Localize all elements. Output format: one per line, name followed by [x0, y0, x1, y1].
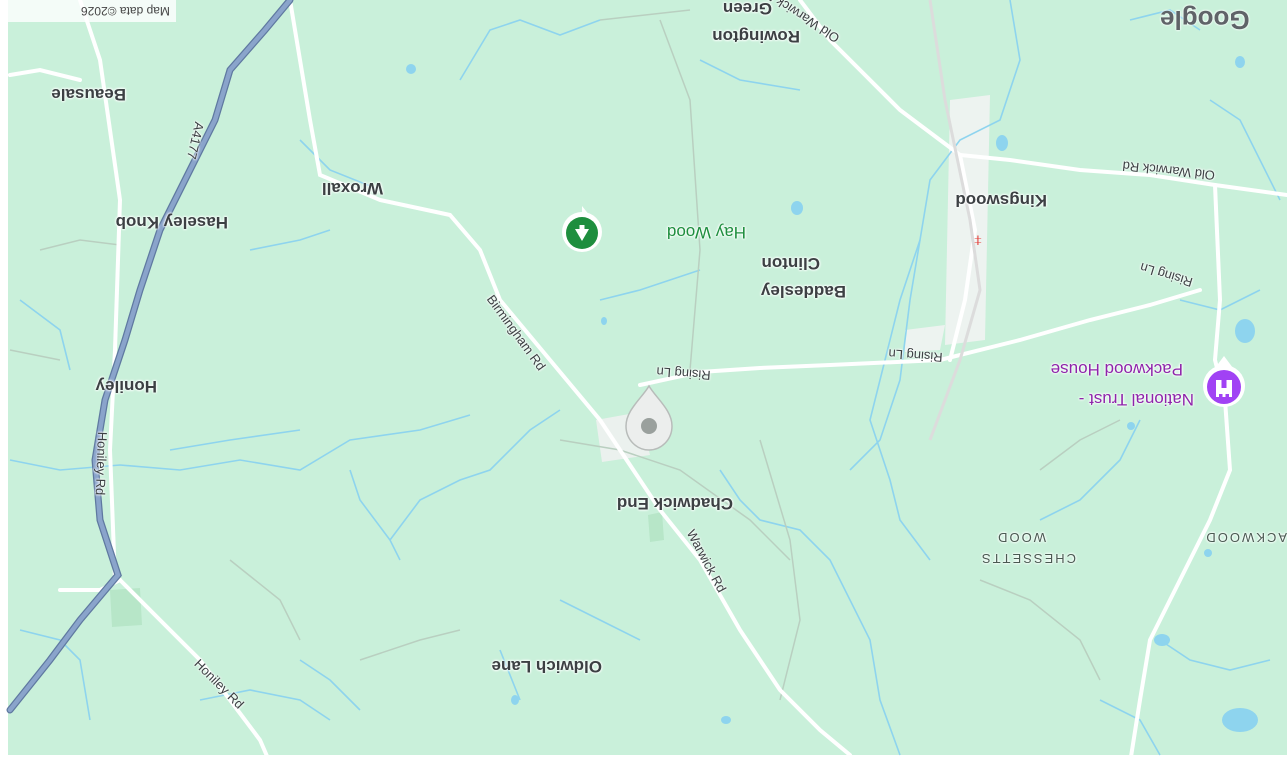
park-area	[110, 588, 142, 627]
place-label-beausale: Beausale	[51, 85, 126, 104]
poi-label-national-trust[interactable]: National Trust -	[1078, 390, 1194, 409]
place-label-oldwich-lane: Oldwich Lane	[491, 657, 602, 676]
tree-icon	[562, 206, 602, 252]
train-station-icon[interactable]: ⧧	[973, 230, 983, 249]
place-label-rowington-green: Green	[722, 0, 772, 18]
area-label-wood: WOOD	[996, 530, 1046, 545]
location-pin-marker	[625, 384, 673, 451]
road-label-honiley-rd: Honiley Rd	[92, 431, 110, 496]
urban-area	[905, 325, 945, 352]
park-area	[648, 512, 664, 542]
place-label-haseley-knob: Haseley Knob	[115, 213, 228, 232]
castle-icon	[1203, 356, 1245, 407]
place-label-baddesley: Baddesley	[760, 282, 846, 301]
area-label-packwood: ACKWOOD	[1204, 530, 1287, 545]
frame-edge	[0, 755, 1287, 763]
hay-wood-marker[interactable]	[560, 206, 604, 256]
packwood-house-marker[interactable]	[1201, 356, 1247, 410]
place-label-honiley: Honiley	[95, 377, 157, 396]
area-label-chessetts: CHESSETTS	[979, 551, 1076, 566]
frame-edge	[0, 0, 8, 763]
location-pin-icon[interactable]	[622, 384, 676, 452]
place-label-clinton: Clinton	[761, 254, 820, 273]
poi-label-hay-wood[interactable]: Hay Wood	[666, 223, 746, 242]
map-attribution: Map data ©2026	[8, 0, 176, 22]
place-label-chadwick-end: Chadwick End	[616, 494, 733, 513]
streams	[9, 0, 1281, 756]
poi-label-packwood-house[interactable]: Packwood House	[1050, 360, 1183, 379]
tracks	[9, 9, 1121, 701]
ponds	[406, 56, 1258, 732]
railway	[928, 0, 982, 441]
place-label-wroxall: Wroxall	[321, 179, 383, 198]
place-label-kingswood: Kingswood	[955, 191, 1047, 210]
google-logo: Google	[1160, 4, 1280, 38]
logo-text: Google	[1160, 5, 1250, 35]
place-label-rowington: Rowington	[712, 27, 800, 46]
a-road	[7, 0, 293, 713]
attribution-text: Map data ©2026	[81, 4, 170, 18]
